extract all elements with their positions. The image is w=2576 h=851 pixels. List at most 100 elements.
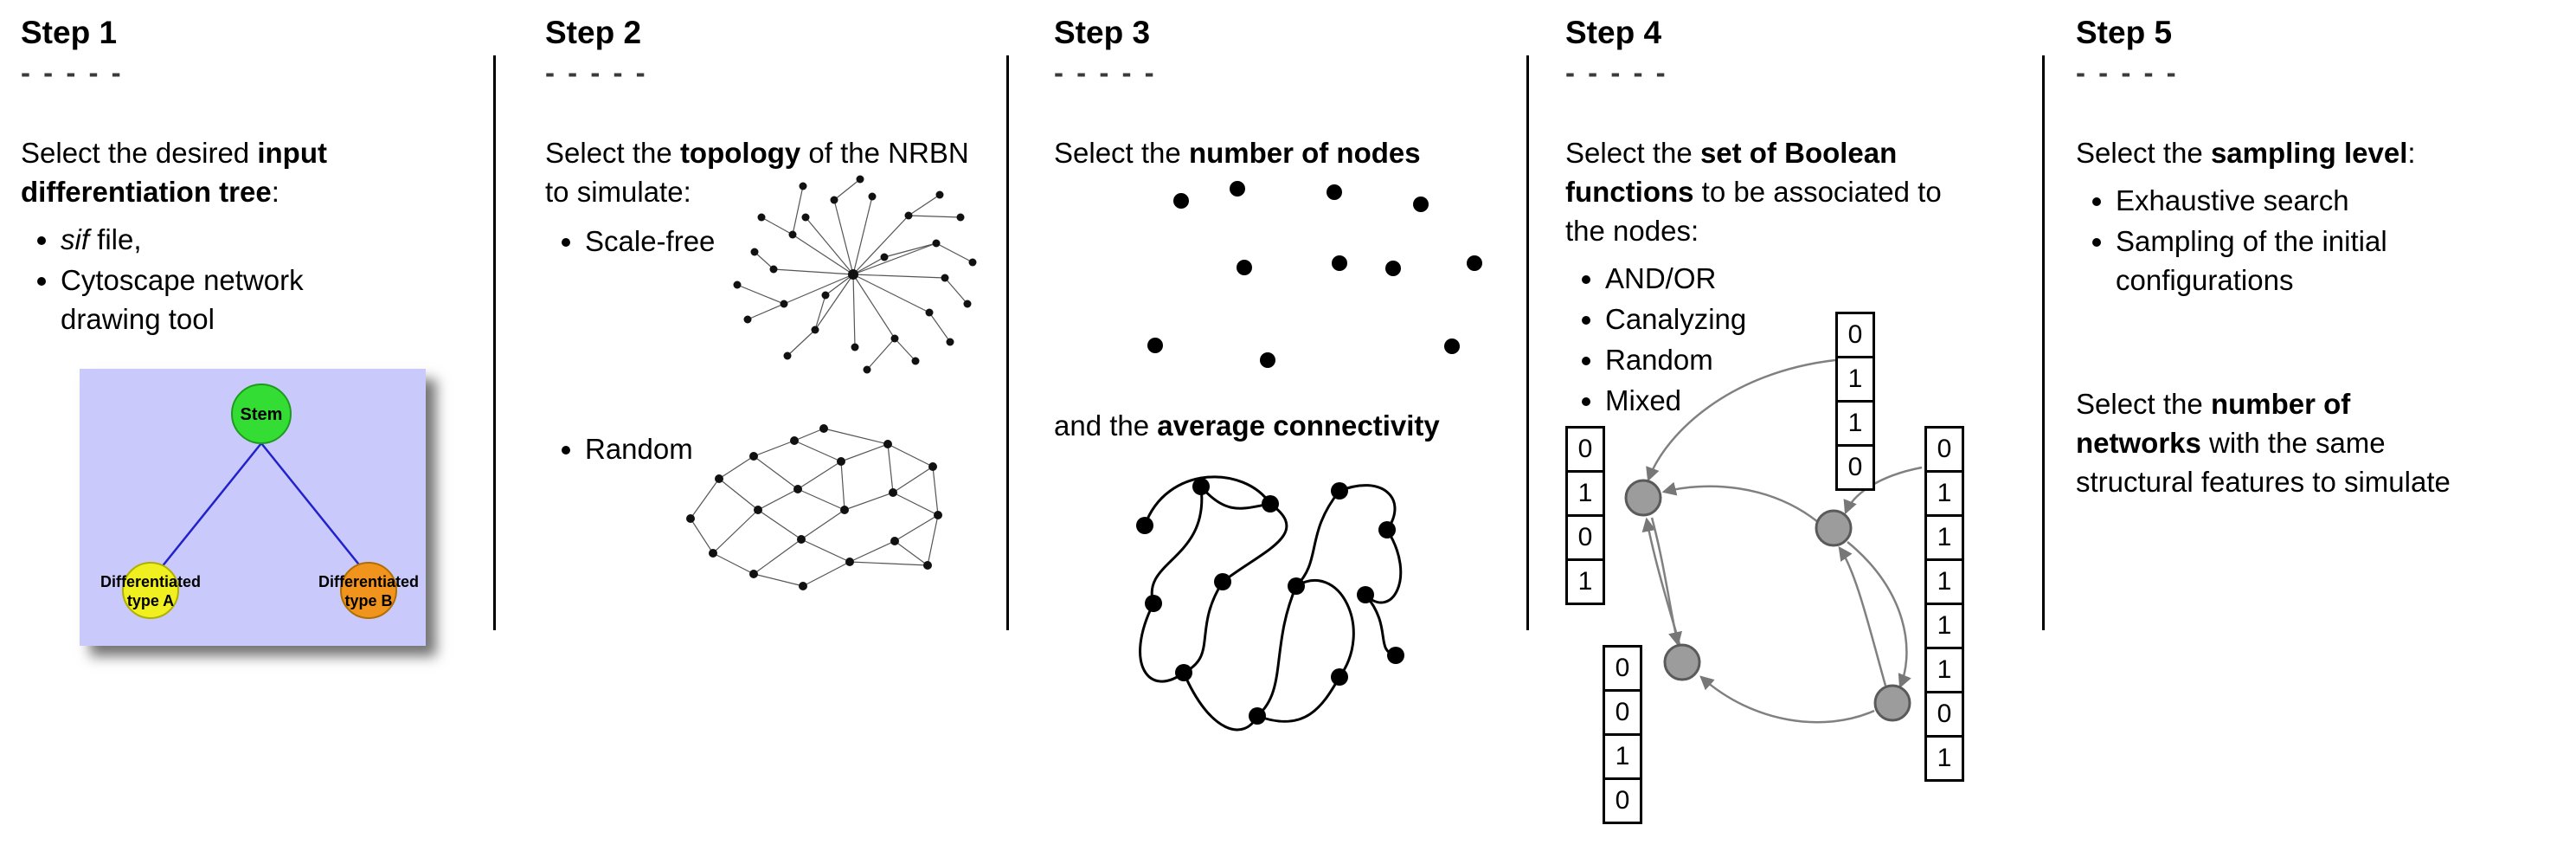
step1-title: Step 1 bbox=[21, 15, 118, 50]
step4-intro-bold: set of Boolean functions bbox=[1565, 137, 1898, 209]
step4-separator: - - - - - bbox=[1565, 56, 1668, 89]
scale-free-label: Scale-free bbox=[585, 225, 716, 258]
differentiation-tree-figure: Stem Differentiated type A Differentiate… bbox=[80, 368, 426, 646]
divider-3 bbox=[1526, 55, 1529, 630]
type-b-label-line2: type B bbox=[344, 592, 392, 609]
step4-intro-post: to be associated to the nodes: bbox=[1565, 176, 1942, 248]
step3-line2: and the average connectivity bbox=[1054, 407, 1529, 446]
divider-4 bbox=[2042, 55, 2045, 630]
type-a-label-line2: type A bbox=[127, 592, 174, 609]
step4-intro: Select the set of Boolean functions to b… bbox=[1565, 134, 1972, 251]
topology-option-scale-free: Scale-free bbox=[585, 175, 995, 430]
random-label: Random bbox=[585, 433, 693, 466]
step1-options-list: sif file, Cytoscape network drawing tool bbox=[21, 221, 384, 339]
tree-edges bbox=[153, 442, 369, 577]
sif-rest: file, bbox=[89, 223, 142, 256]
step2-intro-bold: topology bbox=[679, 137, 801, 170]
truth-table-cell: 1 bbox=[1924, 603, 1964, 649]
boolean-network-figure: 0 1 1 0 0 1 0 1 0 0 1 0 0 1 1 1 bbox=[1565, 312, 1972, 847]
sampling-options-list: Exhaustive search Sampling of the initia… bbox=[2076, 182, 2491, 300]
step4-intro-pre: Select the bbox=[1565, 137, 1700, 170]
truth-table-cell: 0 bbox=[1603, 689, 1642, 736]
option-sampling-initial-configurations: Sampling of the initial configurations bbox=[2116, 222, 2491, 300]
step1-intro-post: : bbox=[271, 176, 279, 209]
cytoscape-label: Cytoscape network drawing tool bbox=[61, 264, 304, 335]
step4-title: Step 4 bbox=[1565, 15, 1662, 50]
truth-table-top: 0 1 1 0 bbox=[1835, 312, 1875, 491]
truth-table-bottom-left: 0 0 1 0 bbox=[1603, 645, 1642, 824]
divider-2 bbox=[1006, 55, 1009, 630]
type-a-node bbox=[122, 561, 179, 619]
scale-free-network-figure bbox=[733, 175, 977, 374]
step5-second-bold: number of networks bbox=[2076, 387, 2351, 459]
boolean-node-c bbox=[1663, 643, 1701, 681]
random-network-figure bbox=[686, 424, 942, 591]
boolean-node-a bbox=[1624, 479, 1662, 517]
type-b-label-line1: Differentiated bbox=[318, 573, 419, 590]
step1-option-sif: sif file, bbox=[61, 221, 384, 260]
nodes-scatter-figure bbox=[1147, 181, 1482, 369]
truth-table-cell: 1 bbox=[1835, 400, 1875, 447]
truth-table-cell: 1 bbox=[1924, 735, 1964, 782]
sampling-initial-label: Sampling of the initial configurations bbox=[2116, 225, 2387, 297]
step3-line1: Select the number of nodes bbox=[1054, 134, 1529, 173]
differentiation-tree-svg: Stem Differentiated type A Differentiate… bbox=[80, 368, 426, 646]
step2-separator: - - - - - bbox=[545, 56, 648, 89]
step1-intro-bold: input differentiation tree bbox=[21, 137, 327, 209]
step2-title: Step 2 bbox=[545, 15, 642, 50]
step3-column: Step 3 - - - - - Select the number of no… bbox=[1009, 0, 1529, 851]
boolean-network-svg bbox=[1624, 358, 1923, 724]
connectivity-dots bbox=[1136, 478, 1404, 725]
step5-networks-note: Select the number of networks with the s… bbox=[2076, 385, 2474, 502]
step1-option-cytoscape: Cytoscape network drawing tool bbox=[61, 261, 384, 339]
truth-table-cell: 0 bbox=[1603, 777, 1642, 824]
truth-table-cell: 0 bbox=[1603, 645, 1642, 692]
stem-node bbox=[231, 383, 292, 444]
step2-intro-post: of the NRBN to simulate: bbox=[545, 137, 969, 209]
step5-intro: Select the sampling level: bbox=[2076, 134, 2576, 173]
option-mixed-label: Mixed bbox=[1605, 384, 1682, 416]
topology-options-list: Scale-free bbox=[545, 175, 995, 621]
scale-free-nodes bbox=[733, 175, 977, 374]
truth-table-cell: 1 bbox=[1924, 514, 1964, 561]
step1-separator: - - - - - bbox=[21, 56, 124, 89]
step5-title: Step 5 bbox=[2076, 15, 2173, 50]
truth-table-cell: 0 bbox=[1835, 444, 1875, 491]
step1-intro-pre: Select the desired bbox=[21, 137, 258, 170]
type-a-label-line1: Differentiated bbox=[100, 573, 201, 590]
step5-intro-post: : bbox=[2407, 137, 2416, 170]
random-edges bbox=[690, 428, 939, 587]
sif-italic: sif bbox=[61, 223, 89, 256]
step5-intro-pre: Select the bbox=[2076, 137, 2211, 170]
option-and-or-label: AND/OR bbox=[1605, 262, 1717, 295]
truth-table-cell: 1 bbox=[1603, 733, 1642, 780]
boolean-node-b bbox=[1815, 509, 1853, 547]
step3-line1-bold: number of nodes bbox=[1188, 137, 1421, 170]
step3-line1-pre: Select the bbox=[1054, 137, 1189, 170]
boolean-network-nodes bbox=[1624, 479, 1911, 722]
truth-table-cell: 1 bbox=[1924, 558, 1964, 605]
boolean-network-arrows bbox=[1641, 358, 1923, 724]
step3-line2-bold: average connectivity bbox=[1157, 409, 1440, 442]
connectivity-edges bbox=[1139, 475, 1403, 732]
step5-separator: - - - - - bbox=[2076, 56, 2179, 89]
truth-table-cell: 1 bbox=[1924, 470, 1964, 517]
scatter-dots bbox=[1147, 181, 1482, 369]
truth-table-cell: 1 bbox=[1565, 558, 1605, 605]
option-random-label: Random bbox=[1605, 343, 1713, 376]
step4-column: Step 4 - - - - - Select the set of Boole… bbox=[1529, 0, 2045, 851]
truth-table-right: 0 1 1 1 1 1 0 1 bbox=[1924, 426, 1964, 782]
step1-column: Step 1 - - - - - Select the desired inpu… bbox=[0, 0, 496, 851]
step2-intro: Select the topology of the NRBN to simul… bbox=[545, 134, 978, 212]
scale-free-edges bbox=[736, 178, 973, 371]
truth-table-cell: 1 bbox=[1835, 356, 1875, 403]
boolean-node-d bbox=[1873, 684, 1911, 722]
step3-title: Step 3 bbox=[1054, 15, 1151, 50]
truth-table-cell: 1 bbox=[1924, 647, 1964, 693]
step2-intro-pre: Select the bbox=[545, 137, 680, 170]
truth-table-cell: 0 bbox=[1835, 312, 1875, 358]
option-random: Random bbox=[1605, 341, 2045, 380]
step5-second-pre: Select the bbox=[2076, 387, 2211, 420]
step2-column: Step 2 - - - - - Select the topology of … bbox=[496, 0, 1009, 851]
